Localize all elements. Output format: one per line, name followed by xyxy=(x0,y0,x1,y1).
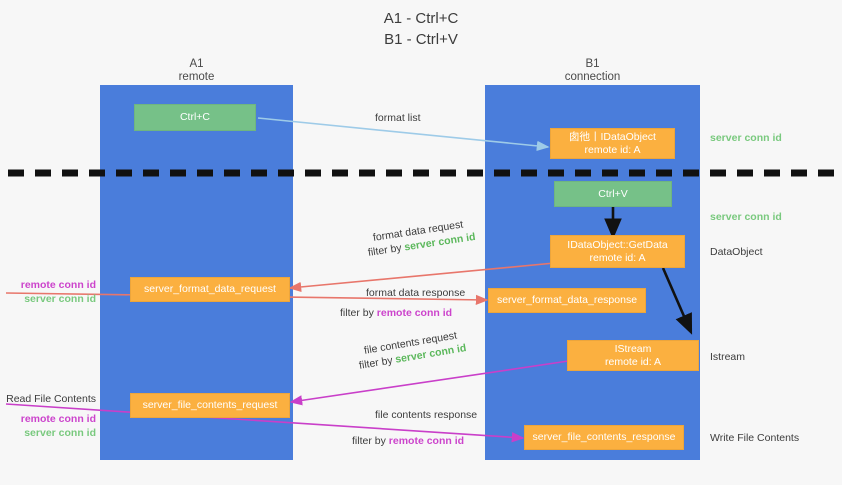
box-idataobject-top-line1: 囱彵丨IDataObject xyxy=(569,130,656,143)
lane-b1-sub: connection xyxy=(564,71,621,83)
lane-a1-name: A1 xyxy=(189,58,204,70)
right-label-dataobject: DataObject xyxy=(710,246,763,258)
box-ctrl-v[interactable]: Ctrl+V xyxy=(554,181,672,207)
filter-value-remote-conn-id: remote conn id xyxy=(388,435,465,447)
box-server-file-contents-request-label: server_file_contents_request xyxy=(142,399,278,411)
box-server-format-data-request[interactable]: server_format_data_request xyxy=(130,277,290,302)
label-format-data-request-group: format data request filter by server con… xyxy=(367,219,476,259)
box-idataobject-top[interactable]: 囱彵丨IDataObject remote id: A xyxy=(550,128,675,159)
lane-header-a1: A1 remote xyxy=(100,58,293,84)
page-title-line2: B1 - Ctrl+V xyxy=(384,31,458,48)
filter-prefix: filter by xyxy=(352,435,389,447)
left-label-remote-conn-id-bottom: remote conn id xyxy=(20,413,96,425)
box-getdata-line1: IDataObject::GetData xyxy=(567,238,668,251)
box-ctrl-v-label: Ctrl+V xyxy=(598,187,628,200)
label-file-contents-response: file contents response xyxy=(375,409,478,421)
box-server-file-contents-response-label: server_file_contents_response xyxy=(532,431,676,443)
right-label-istream: Istream xyxy=(710,351,746,363)
filter-value-remote-conn-id: remote conn id xyxy=(376,307,453,319)
left-label-server-conn-id-mid: server conn id xyxy=(24,293,96,305)
box-server-format-data-response-label: server_format_data_response xyxy=(496,294,638,306)
right-label-server-conn-id-mid: server conn id xyxy=(710,211,782,223)
filter-prefix: filter by xyxy=(340,307,377,319)
left-label-remote-conn-id-mid: remote conn id xyxy=(20,279,96,291)
right-label-write-file-contents: Write File Contents xyxy=(710,432,800,444)
left-label-read-file-contents: Read File Contents xyxy=(6,393,96,405)
box-ctrl-c[interactable]: Ctrl+C xyxy=(134,104,256,131)
box-getdata[interactable]: IDataObject::GetData remote id: A xyxy=(550,235,685,268)
box-ctrl-c-label: Ctrl+C xyxy=(179,111,211,123)
box-istream-line1: IStream xyxy=(614,342,652,355)
box-istream-line2: remote id: A xyxy=(604,355,662,368)
label-format-data-response-filter: filter by remote conn id xyxy=(340,306,452,320)
box-server-file-contents-request[interactable]: server_file_contents_request xyxy=(130,393,290,418)
arrow-format-list xyxy=(257,117,550,151)
arrow-getdata-to-istream xyxy=(661,267,693,335)
box-istream[interactable]: IStream remote id: A xyxy=(567,340,699,371)
arrow-format-data-request xyxy=(288,261,566,293)
right-label-server-conn-id-top: server conn id xyxy=(710,132,782,144)
box-idataobject-top-line2: remote id: A xyxy=(584,143,641,156)
arrow-file-contents-response xyxy=(5,403,525,443)
page-title: A1 - Ctrl+C B1 - Ctrl+V xyxy=(0,8,842,50)
lane-b1-name: B1 xyxy=(585,58,600,70)
page-title-line1: A1 - Ctrl+C xyxy=(383,10,459,27)
lane-a1-sub: remote xyxy=(178,71,215,83)
label-format-data-response: format data response xyxy=(366,287,466,299)
box-getdata-line2: remote id: A xyxy=(589,251,646,264)
box-server-format-data-request-label: server_format_data_request xyxy=(144,283,276,295)
lane-header-b1: B1 connection xyxy=(485,58,700,84)
left-label-server-conn-id-bottom: server conn id xyxy=(24,427,96,439)
label-file-contents-response-filter: filter by remote conn id xyxy=(352,434,464,448)
label-format-list: format list xyxy=(375,112,421,124)
box-server-format-data-response[interactable]: server_format_data_response xyxy=(488,288,646,313)
label-file-contents-request-group: file contents request filter by server c… xyxy=(358,329,467,371)
box-server-file-contents-response[interactable]: server_file_contents_response xyxy=(524,425,684,450)
arrow-file-contents-request xyxy=(289,359,576,406)
